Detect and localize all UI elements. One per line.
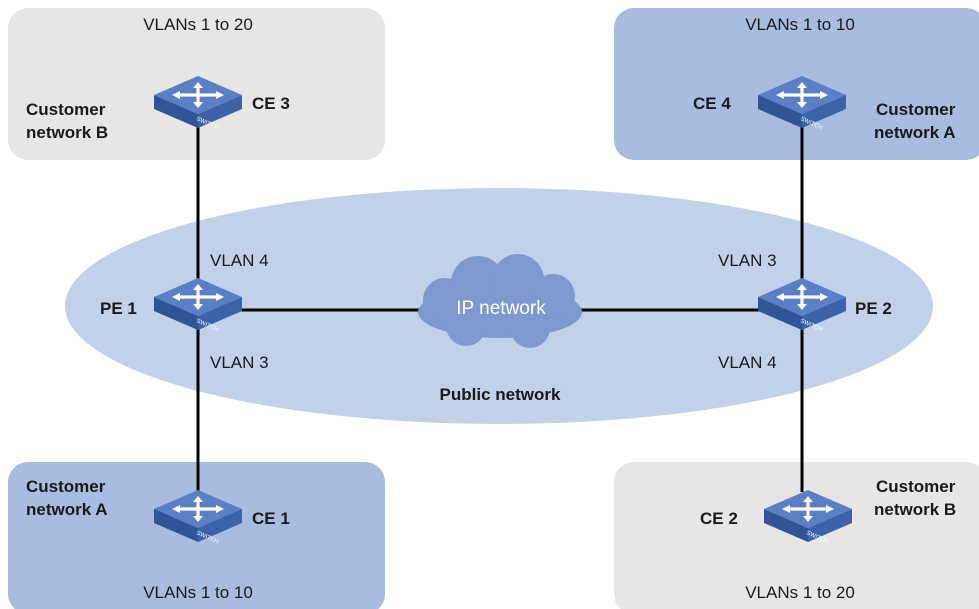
customer-network-a-label-line2: network A xyxy=(874,123,956,142)
ce2-label: CE 2 xyxy=(700,509,738,528)
ce3-vlans-label: VLANs 1 to 20 xyxy=(143,15,253,34)
customer-network-b-bottom-line2: network B xyxy=(874,500,957,519)
pe1-vlan-up-label: VLAN 4 xyxy=(210,251,269,270)
customer-network-a-bottom-line2: network A xyxy=(26,500,108,519)
customer-network-b-label-line1: Customer xyxy=(26,100,106,119)
customer-network-a-label-line1: Customer xyxy=(876,100,956,119)
ip-network-label: IP network xyxy=(456,298,546,319)
ce1-label: CE 1 xyxy=(252,509,290,528)
ce4-vlans-label: VLANs 1 to 10 xyxy=(745,15,855,34)
customer-network-a-bottom-line1: Customer xyxy=(26,477,106,496)
ce2-vlans-label: VLANs 1 to 20 xyxy=(745,583,855,602)
ce4-label: CE 4 xyxy=(693,94,731,113)
pe2-vlan-down-label: VLAN 4 xyxy=(718,353,777,372)
ce3-label: CE 3 xyxy=(252,94,290,113)
pe2-label: PE 2 xyxy=(855,299,892,318)
pe1-vlan-down-label: VLAN 3 xyxy=(210,353,269,372)
ce1-vlans-label: VLANs 1 to 10 xyxy=(143,583,253,602)
pe2-vlan-up-label: VLAN 3 xyxy=(718,251,777,270)
pe1-label: PE 1 xyxy=(100,299,137,318)
customer-network-b-label-line2: network B xyxy=(26,123,109,142)
ip-network-cloud xyxy=(418,254,582,348)
public-network-label: Public network xyxy=(439,385,561,404)
customer-network-b-bottom-line1: Customer xyxy=(876,477,956,496)
